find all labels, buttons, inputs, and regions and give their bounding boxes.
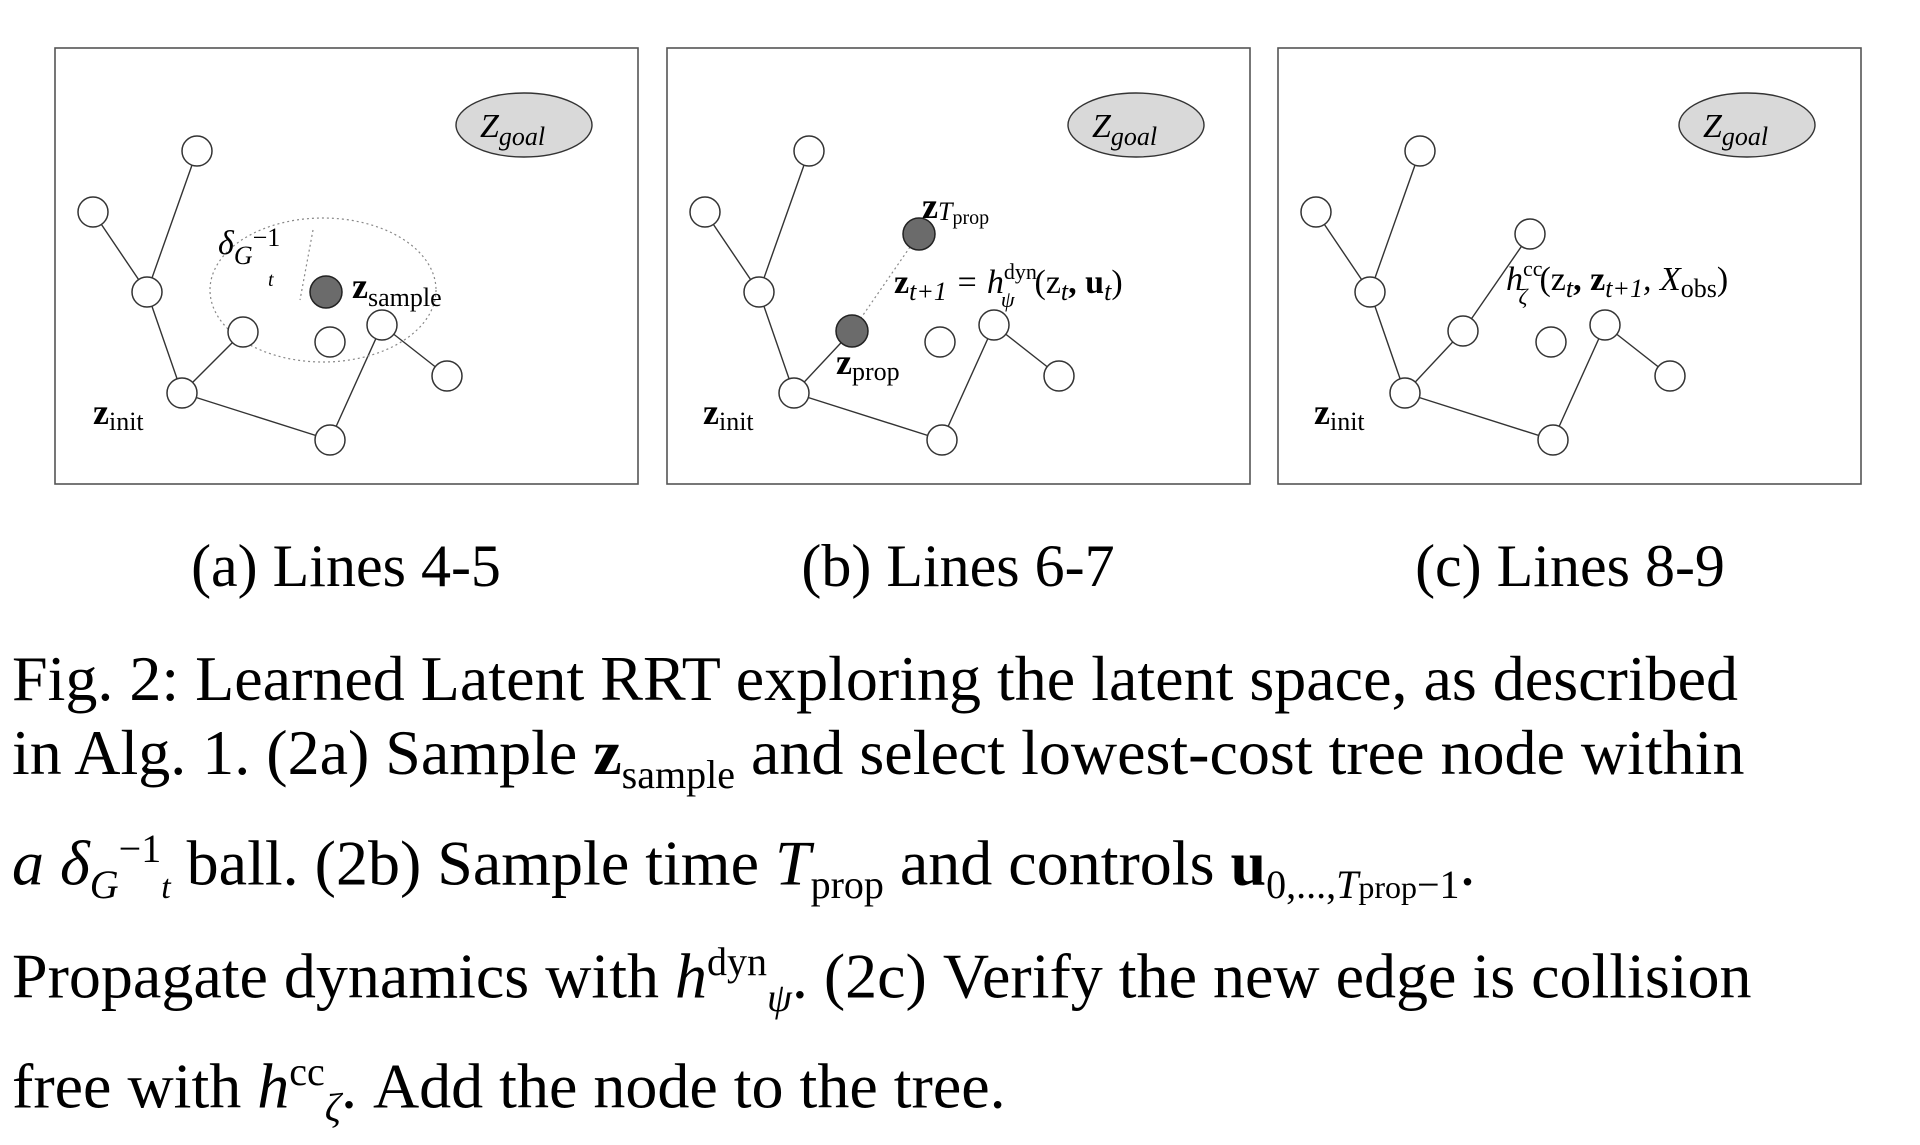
figure-caption: Fig. 2: Learned Latent RRT exploring the… [12,642,1908,1145]
tree-node [131,276,163,308]
tree-node [778,377,810,409]
goal-label: Zgoal [480,108,545,151]
init-label: zinit [93,392,144,436]
tree-node [689,196,721,228]
tree-node [924,326,956,358]
sample-node [309,275,343,309]
goal-region [1678,92,1816,158]
tree-node [1404,135,1436,167]
tree-node [1654,360,1686,392]
tree-node [314,424,346,456]
tree-node [1389,377,1421,409]
goal-region [1067,92,1205,158]
tree-node [431,360,463,392]
tprop-node [902,217,936,251]
tree-node [743,276,775,308]
goal-region [455,92,593,158]
panel-a: Zgoal zsample zinit δG−1 t [54,47,639,485]
prop-label: zprop [836,342,900,386]
prop-node [835,314,869,348]
tree-node [181,135,213,167]
tree-node [1300,196,1332,228]
tree-node [978,309,1010,341]
delta-ball [209,217,437,363]
init-label: zinit [1314,392,1365,436]
delta-sub-t: t [268,269,274,291]
tree-node [1535,326,1567,358]
tree-node [77,196,109,228]
tree-node [926,424,958,456]
caption-line-4: Propagate dynamics with hdynψ. (2c) Veri… [12,938,1752,1021]
delta-label: δG−1 [218,223,280,270]
goal-label: Zgoal [1703,108,1768,151]
caption-line-1: Fig. 2: Learned Latent RRT exploring the… [12,643,1738,714]
caption-line-5: free with hccζ. Add the node to the tree… [12,1049,1006,1131]
init-label: zinit [703,392,754,436]
panel-c-caption: (c) Lines 8-9 [1415,533,1725,599]
panel-b-caption: (b) Lines 6-7 [801,533,1114,599]
caption-line-2: in Alg. 1. (2a) Sample zsample and selec… [12,717,1745,797]
goal-label: Zgoal [1092,108,1157,151]
tree-node [1043,360,1075,392]
tprop-label: zTprop [922,186,989,229]
tree-node [166,377,198,409]
panel-a-caption: (a) Lines 4-5 [191,533,501,599]
rrt-figure: Zgoal zsample zinit δG−1 t Zgoal zTprop … [54,47,1862,599]
tree-node [793,135,825,167]
tree-node [1514,218,1546,250]
tree-node [1537,424,1569,456]
tree-node [314,326,346,358]
tree-node [366,309,398,341]
tree-node [1589,309,1621,341]
sample-label: zsample [352,266,442,312]
tree-node [1447,315,1479,347]
caption-line-3: a δG−1t ball. (2b) Sample time Tprop and… [12,825,1476,907]
tree-node [227,316,259,348]
tree-node [1354,276,1386,308]
